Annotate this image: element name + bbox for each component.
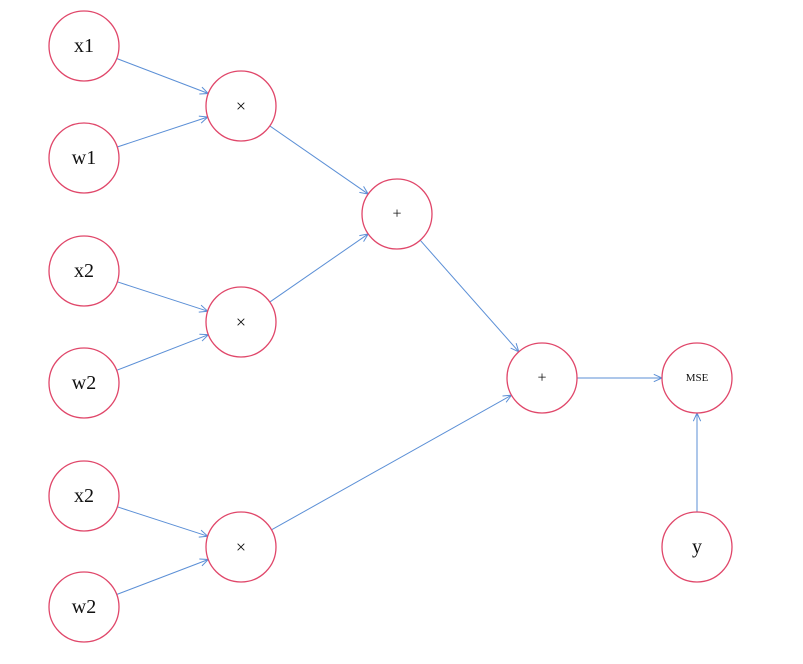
edges-layer	[116, 58, 702, 595]
node-label: w2	[72, 596, 96, 618]
node-circle	[48, 235, 120, 307]
node-label: +	[392, 206, 401, 223]
edge-line	[269, 233, 369, 303]
node-label: w2	[72, 372, 96, 394]
edge-line	[117, 116, 208, 148]
node-circle	[205, 286, 277, 358]
node-y: y	[661, 511, 733, 583]
edge-line	[419, 239, 520, 353]
node-x2a: x2	[48, 235, 120, 307]
edge-line	[269, 125, 369, 195]
edge-line	[116, 334, 209, 371]
edge-w1-to-mul1	[117, 115, 209, 148]
edge-line	[116, 58, 209, 94]
node-circle	[506, 342, 578, 414]
node-circle	[48, 122, 120, 194]
edge-line	[116, 559, 209, 595]
node-circle	[361, 178, 433, 250]
node-mul1: ×	[205, 70, 277, 142]
node-mul2: ×	[205, 286, 277, 358]
node-add2: +	[506, 342, 578, 414]
edge-y-to-mse	[692, 411, 702, 512]
edge-mul3-to-add2	[271, 394, 513, 531]
node-label: x1	[74, 35, 94, 57]
node-circle	[48, 347, 120, 419]
node-w2b: w2	[48, 571, 120, 643]
node-label: x2	[74, 485, 94, 507]
node-label: w1	[72, 147, 96, 169]
edge-add1-to-add2	[419, 239, 520, 353]
edge-mul1-to-add1	[269, 125, 370, 195]
edge-x2b-to-mul3	[117, 506, 209, 538]
node-label: y	[692, 536, 702, 558]
node-circle	[48, 460, 120, 532]
arrow-head-icon	[502, 394, 513, 403]
node-circle	[205, 70, 277, 142]
node-w1: w1	[48, 122, 120, 194]
edge-w2a-to-mul2	[116, 333, 210, 371]
edge-mul2-to-add1	[269, 233, 370, 303]
node-add1: +	[361, 178, 433, 250]
edge-w2b-to-mul3	[116, 558, 210, 595]
node-label: ×	[236, 537, 246, 557]
node-w2a: w2	[48, 347, 120, 419]
node-mse: MSE	[661, 342, 733, 414]
edge-add2-to-mse	[577, 373, 664, 383]
node-label: MSE	[686, 372, 709, 384]
node-circle	[661, 342, 733, 414]
node-label: +	[537, 370, 546, 387]
node-circle	[48, 571, 120, 643]
node-label: ×	[236, 312, 246, 332]
node-x1: x1	[48, 10, 120, 82]
edge-x1-to-mul1	[116, 58, 210, 95]
node-circle	[48, 10, 120, 82]
node-circle	[661, 511, 733, 583]
node-circle	[205, 511, 277, 583]
edge-x2a-to-mul2	[117, 281, 209, 313]
edge-line	[117, 506, 208, 537]
nodes-layer: x1 w1 x2 w2 x2 w2 × × × + + MSE y	[48, 10, 733, 643]
node-label: ×	[236, 96, 246, 116]
node-label: x2	[74, 260, 94, 282]
node-mul3: ×	[205, 511, 277, 583]
edge-line	[117, 281, 208, 312]
edge-line	[271, 394, 512, 531]
node-x2b: x2	[48, 460, 120, 532]
